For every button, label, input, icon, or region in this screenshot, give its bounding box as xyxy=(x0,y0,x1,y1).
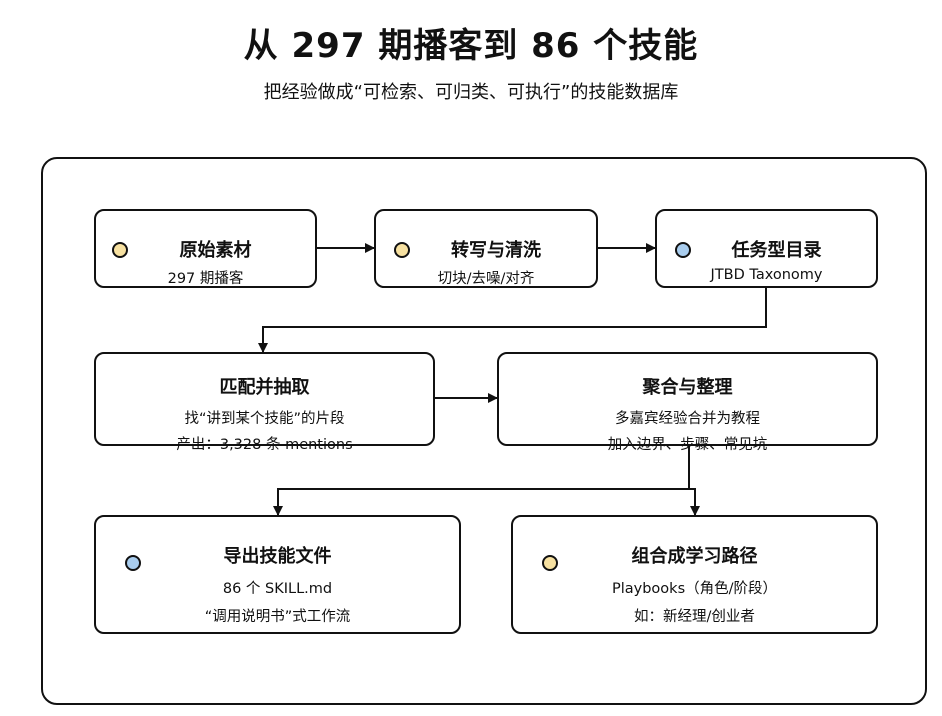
node-detail: 切块/去噪/对齐 xyxy=(437,271,535,287)
node-compose-paths: 组合成学习路径 Playbooks（角色/阶段） 如：新经理/创业者 xyxy=(511,515,878,634)
node-detail: 86 个 SKILL.md xyxy=(222,581,333,597)
node-export-skills: 导出技能文件 86 个 SKILL.md “调用说明书”式工作流 xyxy=(94,515,461,634)
node-title: 原始素材 xyxy=(179,240,252,261)
blue-dot-icon xyxy=(675,242,691,258)
node-aggregate-organize: 聚合与整理 多嘉宾经验合并为教程 加入边界、步骤、常见坑 xyxy=(497,352,878,453)
node-match-extract: 匹配并抽取 找“讲到某个技能”的片段 产出：3,328 条 mentions xyxy=(94,352,435,453)
node-detail: 找“讲到某个技能”的片段 xyxy=(184,411,345,427)
node-detail: 多嘉宾经验合并为教程 xyxy=(615,411,760,427)
edge-aggregate-to-export xyxy=(273,446,690,516)
edge-aggregate-to-compose xyxy=(688,446,700,516)
node-detail: 297 期播客 xyxy=(167,271,244,287)
node-title: 任务型目录 xyxy=(731,240,822,261)
yellow-dot-icon xyxy=(112,242,128,258)
yellow-dot-icon xyxy=(394,242,410,258)
node-detail: “调用说明书”式工作流 xyxy=(204,609,351,625)
node-task-taxonomy: 任务型目录 JTBD Taxonomy xyxy=(655,209,878,288)
yellow-dot-icon xyxy=(542,555,558,571)
node-detail: 加入边界、步骤、常见坑 xyxy=(607,437,768,453)
node-detail: JTBD Taxonomy xyxy=(710,267,823,283)
node-raw-material: 原始素材 297 期播客 xyxy=(94,209,317,288)
node-title: 导出技能文件 xyxy=(223,546,332,567)
node-title: 匹配并抽取 xyxy=(219,377,310,398)
node-title: 转写与清洗 xyxy=(451,240,541,261)
node-title: 聚合与整理 xyxy=(642,377,733,398)
node-detail: Playbooks（角色/阶段） xyxy=(611,581,778,597)
node-title: 组合成学习路径 xyxy=(631,546,758,567)
edge-taxonomy-to-extract xyxy=(258,288,767,353)
diagram-frame xyxy=(41,157,927,705)
node-detail: 产出：3,328 条 mentions xyxy=(176,437,353,453)
page-subtitle: 把经验做成“可检索、可归类、可执行”的技能数据库 xyxy=(263,82,679,103)
page-title: 从 297 期播客到 86 个技能 xyxy=(243,26,699,66)
node-detail: 如：新经理/创业者 xyxy=(634,609,755,625)
blue-dot-icon xyxy=(125,555,141,571)
node-transcribe-clean: 转写与清洗 切块/去噪/对齐 xyxy=(374,209,598,288)
